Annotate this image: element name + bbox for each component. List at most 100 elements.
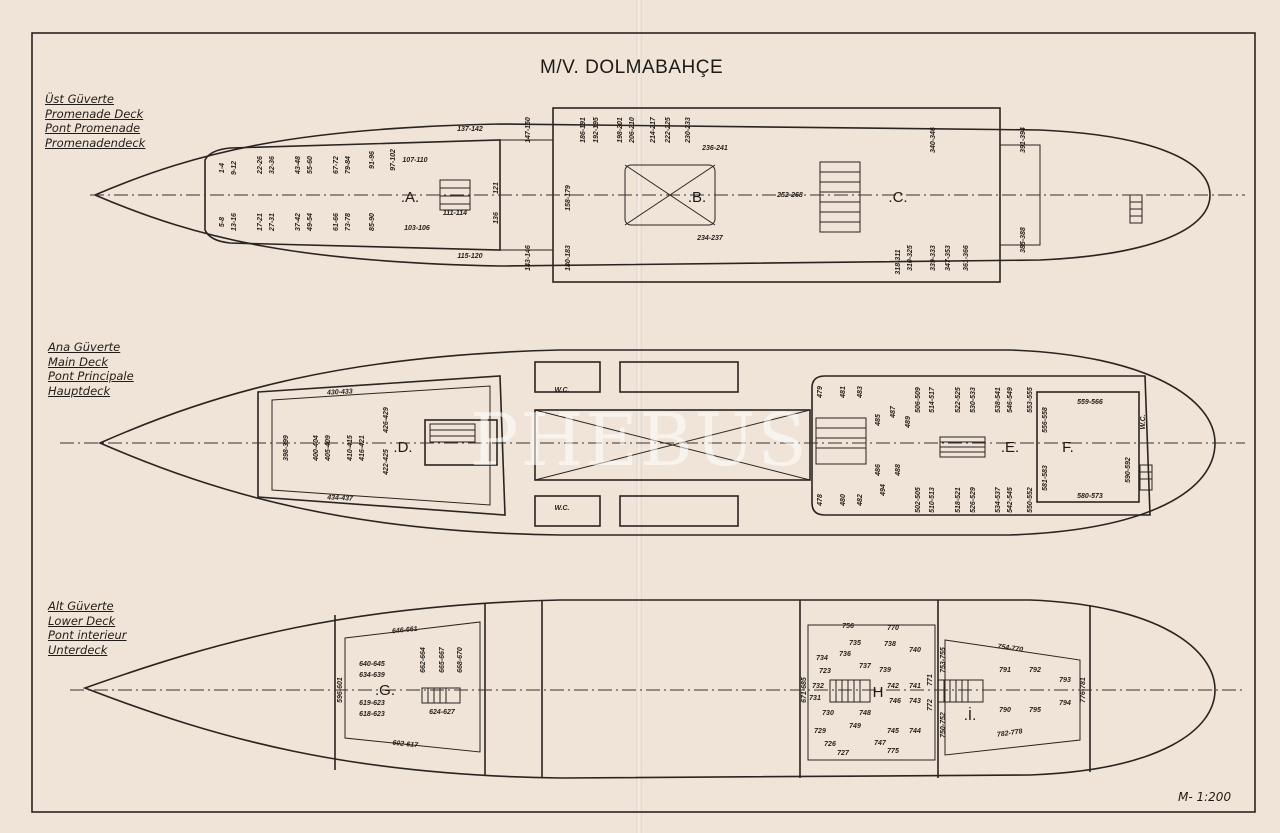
cabin-number: 734 [816,655,828,662]
main-deck-plan [60,349,1245,536]
cabin-number: 740 [909,647,921,654]
cabin-number: 158-179 [565,185,572,211]
deck-name-line: Main Deck [48,354,109,369]
cabin-number: 481 [840,386,847,399]
main-deck-hold [534,409,811,481]
section-letter: F. [1062,439,1074,456]
deck-name-line: Ana Güverte [48,340,121,354]
section-letter: .İ. [964,706,977,724]
stair-icon [939,436,986,458]
cabin-number: 739 [879,667,891,674]
cabin-number: 559-566 [1077,399,1103,406]
cabin-number: 27-31 [269,213,276,232]
cabin-number: 550-552 [1027,487,1034,513]
cabin-number: 514-517 [929,386,936,413]
section-letter: .G. [375,682,395,699]
deck-name-line: Üst Güverte [45,92,114,106]
cabin-number: 482 [857,494,864,507]
cabin-number: 745 [887,728,899,735]
cabin-number: 192-195 [593,117,600,143]
cabin-number: 729 [814,728,826,735]
cabin-number: 581-583 [1042,465,1049,491]
cabin-number: 252-268 [776,192,803,199]
cabin-number: 137-142 [457,126,483,133]
cabin-number: 426-429 [383,407,390,434]
cabin-number: 485 [875,414,882,427]
cabin-number: 487 [890,405,897,419]
cabin-number: 750-752 [940,712,947,738]
cabin-number: 580-573 [1077,493,1103,500]
deck-name-line: Unterdeck [48,642,108,657]
paper-fold [636,0,642,833]
cabin-number: 121 [493,182,500,194]
cabin-number: 738 [884,641,896,648]
cabin-number: 13-16 [231,213,238,231]
cabin-number: 385-388 [1020,227,1027,253]
cabin-number: 1-4 [219,163,226,173]
cabin-number: 361-366 [963,245,970,271]
deck-name-line: Pont Principale [48,369,134,383]
cabin-number: 526-529 [970,487,977,513]
cabin-number: 91-96 [369,151,376,169]
stair-icon [819,161,861,233]
deck-name-line: Hauptdeck [48,383,111,398]
wc-label: W.C. [554,505,569,512]
deck-name-line: Alt Güverte [48,599,114,613]
deck-name-line: Pont interieur [48,628,127,642]
cabin-number: 522-525 [955,387,962,413]
cabin-number: 400-404 [313,435,320,462]
cabin-number: 792 [1029,667,1041,674]
cabin-number: 9-12 [231,161,238,175]
upper-deck-hull [92,123,1211,267]
cabin-number: 793 [1059,677,1071,684]
cabin-number: 107-110 [402,157,427,164]
cabin-number: 753-755 [940,647,947,673]
cabin-number: 55-60 [307,156,314,174]
deck-name-line: Lower Deck [48,613,116,628]
cabin-number: 619-623 [359,700,385,707]
cabin-number: 147-150 [525,117,532,143]
cabin-number: 506-509 [915,387,922,413]
cabin-number: 79-84 [345,156,352,174]
cabin-number: 340-346 [930,127,937,153]
cabin-number: 602-617 [392,740,419,750]
cabin-number: 405-409 [325,435,332,462]
cabin-number: 143-146 [525,245,532,271]
lower-deck-title: Alt Güverte Lower Deck Pont interieur Un… [48,599,127,657]
cabin-number: 180-183 [565,245,572,271]
cabin-number: 488 [895,464,902,477]
cabin-number: 422-425 [383,449,390,476]
section-letter: .D. [393,439,412,456]
section-letter: H [873,684,884,701]
cabin-number: 206-210 [629,117,636,144]
cabin-number: 494 [880,484,887,497]
cabin-number: 743 [909,698,921,705]
upper-deck-plan [90,107,1245,283]
cabin-number: 553-555 [1027,387,1034,413]
stair-icon [429,423,476,443]
cabin-number: 61-66 [333,213,340,231]
main-deck-title: Ana Güverte Main Deck Pont Principale Ha… [48,340,134,398]
sheet-border [31,32,1256,813]
cabin-number: 737 [859,663,872,670]
cabin-number: 103-106 [404,225,430,232]
cabin-number: 727 [837,750,850,757]
cabin-number: 731 [809,695,821,702]
cabin-number: 136 [493,212,500,224]
cabin-number: 186-191 [580,117,587,143]
cabin-number: 73-78 [345,213,352,231]
cabin-number: 794 [1059,700,1071,707]
cabin-number: 347-353 [945,245,952,271]
cabin-number: 530-533 [970,387,977,413]
cabin-number: 115-120 [457,253,482,260]
lower-deck-hull [82,599,1216,779]
cabin-number: 339-333 [930,245,937,271]
cabin-number: 37-42 [295,213,302,231]
section-letter: .C. [888,189,907,206]
cabin-number: 556-558 [1042,407,1049,433]
cabin-number: 735 [849,640,861,647]
cabin-number: 391-394 [1020,127,1027,153]
